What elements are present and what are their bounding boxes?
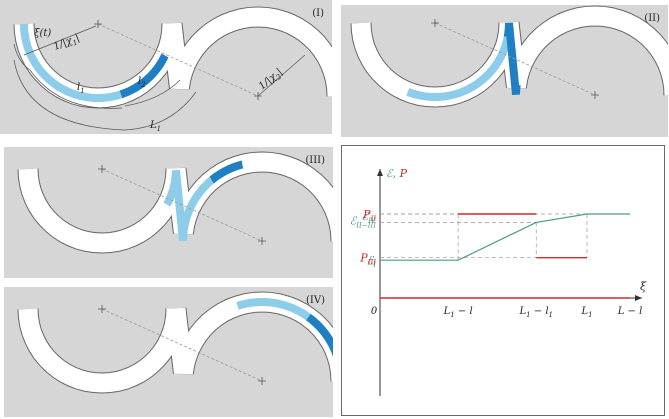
xi-dimension	[13, 43, 31, 71]
x-tick-origin: 0	[371, 306, 378, 317]
centre-connector	[101, 308, 263, 382]
centre-mark-2	[591, 91, 599, 99]
l2-dimension	[124, 79, 181, 107]
l1-dimension	[29, 69, 123, 109]
y-axis-arrow	[377, 169, 383, 176]
xi-label: ξ(t)	[34, 28, 51, 39]
contact-segment-light	[163, 170, 215, 242]
contact-segment-dark	[209, 160, 244, 184]
panel-stage-2: (II)	[341, 5, 668, 137]
panel-stage-3: (III)	[4, 147, 333, 278]
contact-segment-light	[20, 24, 123, 102]
force-level-P_III: PIII	[359, 252, 376, 267]
x-tick-L1: L1	[580, 306, 592, 319]
centre-mark-1	[431, 19, 439, 27]
rod-strip	[14, 7, 332, 108]
inv-chi1-label: 1/|χ1|	[52, 32, 82, 54]
panel-label: (II)	[644, 13, 660, 24]
rod-diagram-2: (II)	[350, 5, 668, 108]
y-axis-label: ℰ, P	[386, 167, 408, 180]
x-axis-arrow	[635, 295, 642, 301]
force-level-P_II: PII	[362, 208, 376, 223]
centre-mark-1	[94, 20, 102, 28]
radius-2-line	[257, 54, 306, 97]
energy-line	[380, 213, 630, 261]
energy-level-E_IV: ℰIV	[362, 210, 377, 225]
centre-mark-2	[258, 237, 266, 245]
centre-connector	[101, 168, 263, 242]
panel-stage-4: (IV)	[4, 287, 333, 417]
L1-label: L1	[149, 120, 161, 133]
x-tick-L1_l: L1 − l	[443, 306, 473, 319]
panel-label: (III)	[305, 155, 325, 166]
contact-segment-dark	[306, 313, 333, 357]
rod-diagram-3: (III)	[17, 151, 333, 254]
contact-segment-light	[236, 298, 311, 321]
l1-label: l1	[77, 82, 85, 95]
radius-1-line	[23, 25, 97, 56]
contact-segment-dark	[503, 22, 521, 95]
centre-mark-1	[98, 305, 106, 313]
x-tick-L_l: L − l	[617, 306, 643, 317]
centre-connector	[97, 23, 259, 97]
l2-label: l2	[138, 76, 146, 89]
x-tick-L1_l1: L1 − l1	[518, 306, 553, 319]
x-axis-label: ξ	[640, 280, 647, 293]
centre-mark-2	[258, 377, 266, 385]
contact-segment-dark	[119, 53, 169, 99]
contact-segment-light	[406, 36, 512, 101]
energy-level-E_I: ℰI	[367, 254, 377, 269]
rod-strip	[18, 152, 333, 253]
panel-label: (I)	[312, 8, 324, 19]
centre-connector	[434, 22, 596, 96]
centre-mark-1	[98, 165, 106, 173]
panel-label: (IV)	[306, 295, 325, 306]
energy-level-E_II: ℰII−III	[350, 214, 377, 229]
L1-dimension	[13, 59, 197, 131]
inv-chi2-label: 1/|χ2|	[257, 67, 286, 94]
rod-diagram-4: (IV)	[17, 291, 333, 394]
rod-strip	[18, 292, 333, 393]
